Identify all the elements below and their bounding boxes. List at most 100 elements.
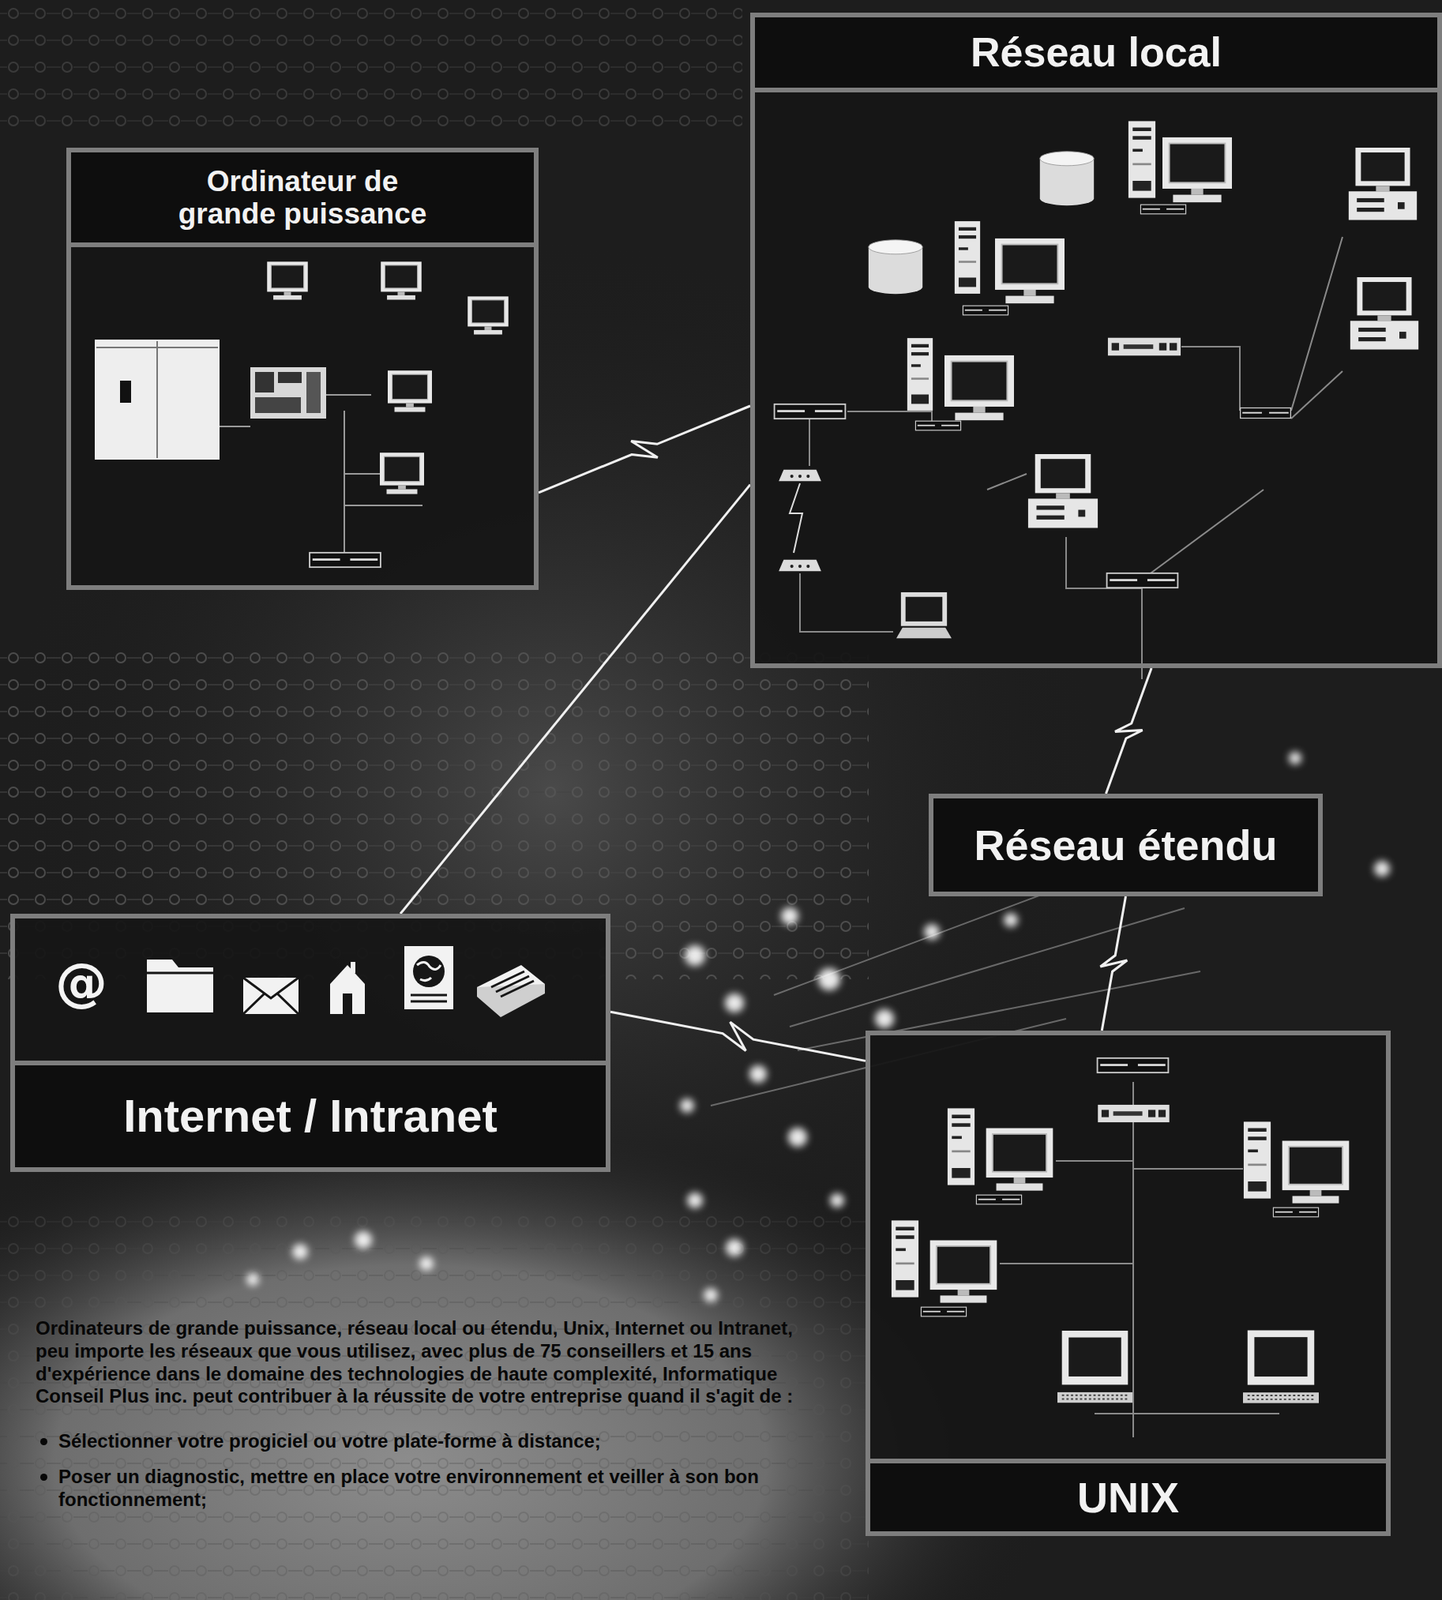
local-network-equipment-part [995, 238, 1065, 304]
mainframe-equipment-part [255, 371, 275, 393]
fiber-optic-lights-part-part [1003, 912, 1018, 928]
fiber-optic-lights-part-part [684, 945, 706, 966]
fiber-optic-lights-part-part [749, 1065, 767, 1083]
unix-equipment-part-part [1094, 1412, 1134, 1415]
local-network-equipment-part [1162, 137, 1232, 203]
title-band: UNIX [870, 1458, 1386, 1532]
envelope-icon-part [243, 977, 299, 1014]
local-network-equipment-part [1348, 147, 1417, 221]
local-network-panel: Réseau local [750, 12, 1442, 669]
unix-panel: UNIX [865, 1030, 1391, 1536]
local-network-equipment-part-part [808, 418, 811, 466]
newspaper-icon-part [491, 971, 534, 997]
mainframe-equipment-part [387, 370, 432, 412]
local-network-equipment-part [778, 559, 822, 571]
advert-paragraph: Ordinateurs de grande puissance, réseau … [35, 1317, 798, 1409]
local-network-equipment-part [1140, 204, 1186, 215]
bullet-dot [40, 1473, 48, 1481]
local-network-equipment-part [1107, 573, 1179, 588]
local-network-equipment-part-part [1141, 489, 1264, 580]
bullet-text: Poser un diagnostic, mettre en place vot… [58, 1465, 798, 1512]
internet-icons [146, 946, 545, 1018]
newspaper-icon-part [476, 983, 545, 1018]
mainframe-equipment-part [277, 371, 302, 384]
fiber-optic-lights-part-part [1374, 860, 1390, 877]
unix-equipment-part [1282, 1141, 1350, 1204]
mainframe-equipment-part [255, 397, 301, 414]
title-band: Ordinateur de grande puissance [71, 152, 534, 248]
network-link [1106, 668, 1153, 794]
node-title: Internet / Intranet [123, 1090, 498, 1142]
mainframe-equipment-part [379, 452, 425, 494]
local-network-equipment-part-part [1291, 236, 1343, 411]
unix-equipment-part [1097, 1058, 1169, 1073]
local-network-equipment-part [1107, 337, 1181, 357]
envelope-icon-part [243, 977, 299, 1014]
unix-equipment-part [1242, 1330, 1319, 1404]
unix-equipment [891, 1058, 1349, 1438]
fiber-optic-lights-part-part [1288, 751, 1302, 765]
box-fills-part [10, 913, 611, 1172]
bullet-item: Poser un diagnostic, mettre en place vot… [35, 1465, 798, 1512]
web-page-icon-part [404, 946, 454, 1010]
local-network-equipment-part [1350, 277, 1419, 350]
unix-equipment-part-part [1133, 1167, 1243, 1170]
bullet-text: Sélectionner votre progiciel ou votre pl… [58, 1430, 601, 1454]
local-network-equipment-part [1040, 151, 1094, 206]
box-fills-part [865, 1030, 1391, 1536]
unix-equipment-part [986, 1128, 1054, 1191]
unix-equipment-part [1097, 1104, 1169, 1123]
wide-network-band: Réseau étendu [928, 793, 1323, 897]
local-network-equipment-part [1128, 120, 1156, 198]
local-network-equipment-part [1028, 454, 1098, 528]
local-network-equipment-part [944, 355, 1014, 421]
advert-copy: Ordinateurs de grande puissance, réseau … [35, 1317, 798, 1512]
fiber-optic-lights-part-part [724, 993, 744, 1013]
unix-equipment-part [976, 1194, 1022, 1205]
unix-equipment-part [1243, 1121, 1271, 1198]
fiber-optic-lights-part-part [292, 1243, 308, 1260]
web-page-icon [404, 946, 454, 1010]
network-link [610, 1011, 866, 1061]
local-network-equipment-part [954, 221, 981, 294]
local-network-equipment [774, 120, 1420, 680]
unix-equipment-part [1057, 1330, 1133, 1403]
mainframe-equipment-part [380, 261, 422, 300]
box-fills [10, 12, 1442, 1536]
bullet-dot [40, 1438, 48, 1446]
fiber-optic-lights-part-part [354, 1231, 372, 1249]
fiber-optic-lights-part-part [725, 1239, 744, 1257]
mainframe-equipment-part-part [219, 425, 251, 428]
internet-icons-part [146, 972, 214, 975]
node-title: Réseau étendu [973, 821, 1277, 869]
envelope-icon [243, 977, 299, 1014]
fiber-optic-lights-part-part [246, 1273, 260, 1286]
mainframe-equipment-part [96, 341, 218, 459]
fiber-optic-lights-part-part [874, 1009, 894, 1029]
local-network-equipment-part [789, 236, 1343, 680]
fiber-optic-lights-part-part [687, 1192, 703, 1209]
mainframe-equipment [94, 261, 509, 568]
house-icon-part [330, 965, 365, 1014]
box-fills-part [750, 12, 1442, 669]
local-network-equipment-part-part [987, 473, 1027, 490]
unix-equipment-part-part [999, 1262, 1134, 1265]
circuit-ground-part [0, 0, 743, 143]
fiber-optic-lights-part-part [829, 1193, 845, 1208]
mainframe-equipment-part [309, 552, 381, 568]
network-link [538, 405, 751, 493]
mainframe-equipment-part [306, 371, 321, 414]
mainframe-cabinet [94, 339, 220, 460]
fiber-optic-lights-part-part [818, 968, 841, 991]
node-title: UNIX [1077, 1473, 1180, 1521]
unix-equipment-part [947, 1107, 975, 1185]
local-network-equipment-part-part [789, 483, 803, 553]
local-network-equipment-part [778, 469, 822, 481]
unix-equipment-part-part [1055, 1160, 1134, 1162]
unix-equipment-part [930, 1240, 998, 1304]
node-title: Ordinateur de grande puissance [160, 165, 445, 231]
